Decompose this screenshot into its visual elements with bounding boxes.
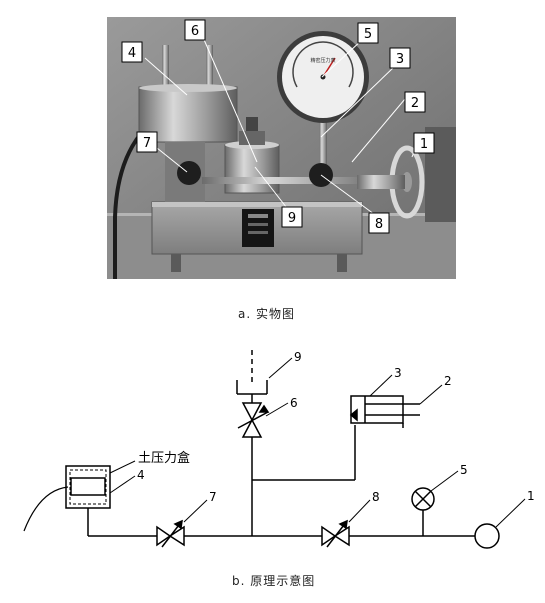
- svg-text:6: 6: [191, 24, 199, 39]
- foot-right: [337, 254, 347, 272]
- label-3: 3: [394, 366, 402, 380]
- callout-8: 8: [368, 212, 390, 234]
- callout-4: 4: [121, 41, 143, 63]
- screw-press: [357, 175, 405, 189]
- rod-left: [162, 45, 169, 95]
- foot-left: [171, 254, 181, 272]
- box-cable: [23, 486, 69, 532]
- oil-cup: [236, 350, 268, 403]
- rod-right: [206, 45, 213, 95]
- gauge-hub: [320, 74, 326, 80]
- label-earth-pressure-box: 土压力盒: [138, 450, 190, 466]
- valve-8: [321, 519, 350, 548]
- label-2: 2: [444, 374, 452, 388]
- svg-text:1: 1: [420, 137, 428, 152]
- svg-text:2: 2: [411, 96, 419, 111]
- label-7: 7: [209, 490, 217, 504]
- svg-text:5: 5: [364, 27, 372, 42]
- valve-6: [237, 402, 270, 438]
- label-9: 9: [294, 350, 302, 364]
- gauge-scale: [292, 41, 354, 88]
- apparatus-photo: 精密压力表 4 6: [107, 17, 456, 279]
- label-4: 4: [137, 468, 145, 482]
- caption-schematic: b. 原理示意图: [232, 574, 316, 588]
- svg-text:7: 7: [143, 136, 151, 151]
- svg-text:8: 8: [375, 217, 383, 232]
- caption-photo: a. 实物图: [238, 307, 295, 321]
- callout-6: 6: [184, 19, 206, 41]
- svg-text:3: 3: [396, 52, 404, 67]
- callout-7: 7: [136, 131, 158, 153]
- callout-9: 9: [281, 206, 303, 228]
- base-block-top: [152, 202, 362, 207]
- main-pipe: [202, 177, 392, 184]
- nameplate-text-2: [248, 223, 268, 226]
- svg-text:9: 9: [288, 211, 296, 226]
- nameplate-text: [248, 214, 268, 218]
- vessel-knob: [246, 117, 258, 131]
- leader-lines: [109, 357, 526, 528]
- pressure-gauge-symbol: [411, 487, 435, 511]
- piston-cylinder: [349, 395, 420, 428]
- label-6: 6: [290, 396, 298, 410]
- callout-1: 1: [413, 132, 435, 154]
- label-8: 8: [372, 490, 380, 504]
- valve-7: [156, 519, 185, 548]
- label-1: 1: [527, 489, 535, 503]
- apparatus-photo-drawing: 精密压力表 4 6: [107, 17, 456, 279]
- cylinder-top: [139, 84, 237, 92]
- earth-pressure-box: [23, 465, 111, 532]
- callout-5: 5: [357, 22, 379, 44]
- nameplate-text-3: [248, 231, 268, 234]
- valve-knob-7: [177, 161, 201, 185]
- callout-2: 2: [404, 91, 426, 113]
- callout-3: 3: [389, 47, 411, 69]
- svg-text:4: 4: [128, 46, 136, 61]
- label-5: 5: [460, 463, 468, 477]
- gauge-stem: [319, 113, 327, 171]
- gauge-face-text: 精密压力表: [310, 57, 335, 64]
- pump-symbol: [474, 523, 500, 549]
